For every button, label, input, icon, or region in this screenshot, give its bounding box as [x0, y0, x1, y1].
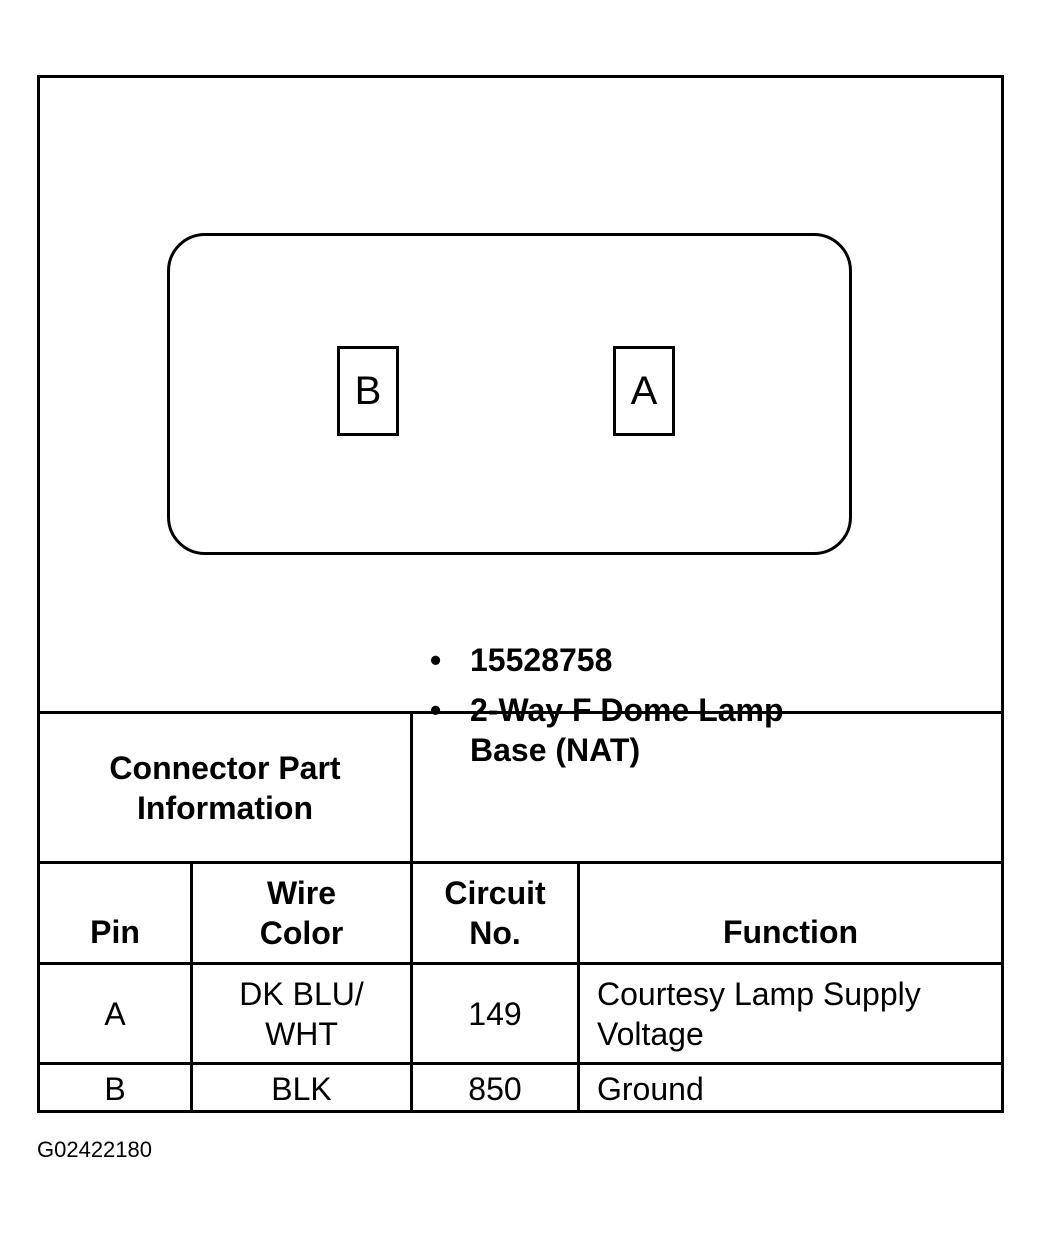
- row-divider: [40, 962, 1001, 965]
- part-description: 2-Way F Dome Lamp Base (NAT): [470, 692, 784, 768]
- column-divider: [577, 862, 580, 1113]
- header-circuit: Circuit No.: [444, 875, 546, 951]
- connector-face-drawing: B A: [40, 78, 1001, 711]
- part-info-label: Connector Part Information: [109, 749, 341, 826]
- table-cell-function: Ground: [597, 1071, 704, 1107]
- column-divider: [190, 862, 193, 1113]
- list-item: • 2-Way F Dome Lamp Base (NAT): [430, 690, 840, 770]
- header-divider: [40, 861, 1001, 864]
- part-number: 15528758: [470, 642, 613, 678]
- header-function: Function: [722, 914, 859, 950]
- table-cell-circuit: 850: [468, 1071, 522, 1107]
- connector-diagram-frame: B A Connector Part Information Pin Wire …: [37, 75, 1004, 1113]
- table-top-divider: [40, 711, 1001, 714]
- figure-id: G02422180: [37, 1137, 152, 1162]
- cavity-a: A: [613, 346, 675, 436]
- table-cell-wire-color: BLK: [271, 1071, 332, 1107]
- cavity-b: B: [337, 346, 399, 436]
- part-info-list: • 15528758 • 2-Way F Dome Lamp Base (NAT…: [430, 640, 840, 770]
- table-cell-pin: A: [104, 995, 126, 1032]
- table-cell-wire-color: DK BLU/ WHT: [239, 975, 364, 1052]
- table-cell-function: Courtesy Lamp Supply Voltage: [597, 975, 921, 1052]
- row-divider: [40, 1062, 1001, 1065]
- connector-body: B A: [167, 233, 852, 555]
- bullet-icon: •: [430, 692, 442, 728]
- table-cell-circuit: 149: [468, 995, 522, 1032]
- table-cell-pin: B: [104, 1071, 126, 1107]
- column-divider: [410, 711, 413, 1113]
- bullet-icon: •: [430, 642, 442, 678]
- list-item: • 15528758: [430, 640, 840, 680]
- header-pin: Pin: [90, 914, 140, 950]
- header-wire-color: Wire Color: [259, 875, 344, 951]
